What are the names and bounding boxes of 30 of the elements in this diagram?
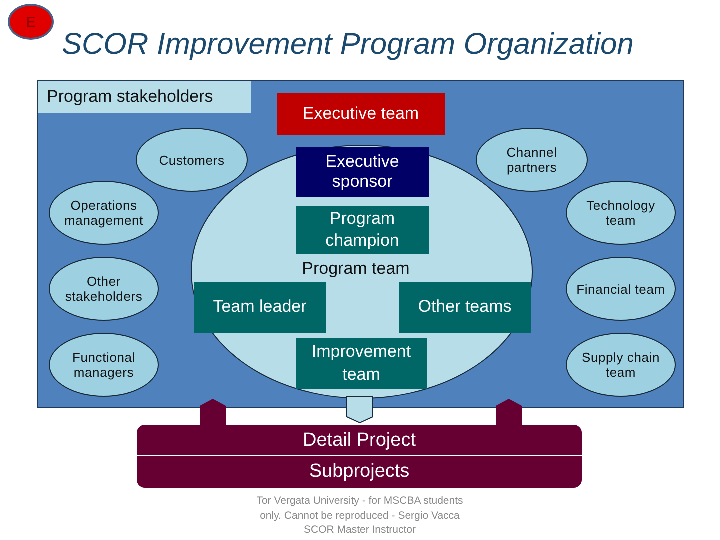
box-label: Program champion (324, 208, 400, 252)
panel-heading: Program stakeholders (38, 81, 251, 113)
box-label: Team leader (213, 296, 307, 318)
box-label: Executive sponsor (324, 152, 400, 192)
marker-circle (8, 4, 54, 40)
ellipse-heading: Program team (301, 259, 411, 279)
box-label: Other teams (418, 296, 512, 318)
team-box (399, 282, 531, 333)
box-label: Improvement team (310, 341, 412, 386)
ellipse-label: Technology team (586, 198, 656, 228)
ellipse-label: Functional managers (72, 350, 136, 380)
stakeholders-panel (37, 80, 684, 408)
title: SCOR Improvement Program Organization (62, 28, 634, 62)
bar-label: Detail Project (303, 430, 416, 452)
ellipse-label: Channel partners (506, 145, 558, 175)
ellipse-label: Customers (159, 152, 225, 168)
project-bar (137, 425, 582, 488)
copyright-note: Tor Vergata University - for MSCBA students only. Cannot be reproduced - Sergio Vacca SCOR Master Instructor (256, 494, 464, 538)
ellipse-label: Other stakeholders (64, 274, 144, 304)
ellipse-label: Financial team (576, 282, 666, 296)
team-box (296, 338, 427, 389)
marker-letter: E (26, 14, 36, 30)
bar-label: Subprojects (309, 461, 410, 484)
team-box (277, 93, 445, 135)
box-label: Executive team (302, 104, 420, 124)
ellipse-label: Supply chain team (580, 350, 662, 380)
team-box (296, 206, 429, 254)
role-box (296, 147, 429, 197)
team-box (194, 282, 326, 333)
ellipse-label: Operations management (64, 198, 144, 228)
